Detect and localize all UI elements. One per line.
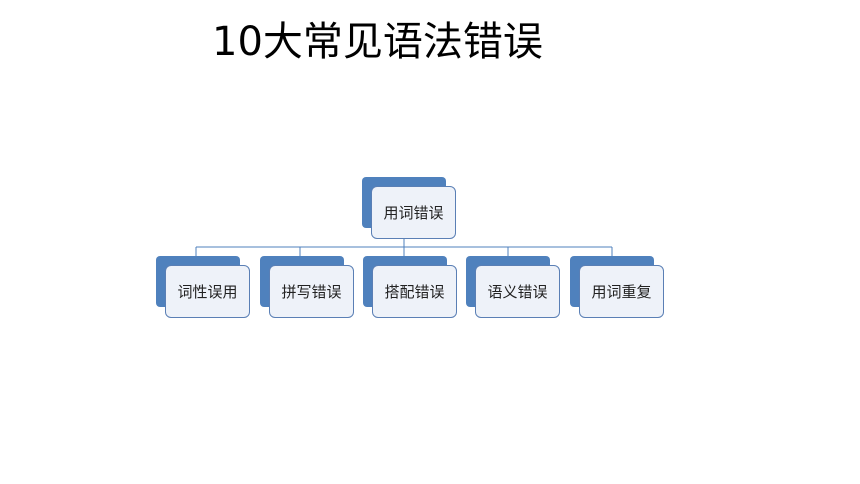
- child-node-label: 语义错误: [487, 283, 548, 301]
- child-node-label: 用词重复: [591, 283, 652, 301]
- org-node-root: 用词错误: [362, 177, 456, 239]
- org-node-child-5: 用词重复: [570, 256, 664, 318]
- slide-title: 10大常见语法错误: [212, 19, 543, 65]
- org-node-child-3: 搭配错误: [363, 256, 457, 318]
- child-node-box: 搭配错误: [372, 265, 457, 318]
- child-node-box: 词性误用: [165, 265, 250, 318]
- root-node-box: 用词错误: [371, 186, 456, 239]
- org-node-child-4: 语义错误: [466, 256, 560, 318]
- child-node-box: 语义错误: [475, 265, 560, 318]
- child-node-label: 词性误用: [177, 283, 238, 301]
- child-node-label: 搭配错误: [384, 283, 445, 301]
- child-node-label: 拼写错误: [281, 283, 342, 301]
- child-node-box: 拼写错误: [269, 265, 354, 318]
- org-node-child-1: 词性误用: [156, 256, 250, 318]
- child-node-box: 用词重复: [579, 265, 664, 318]
- org-node-child-2: 拼写错误: [260, 256, 354, 318]
- root-node-label: 用词错误: [383, 204, 444, 222]
